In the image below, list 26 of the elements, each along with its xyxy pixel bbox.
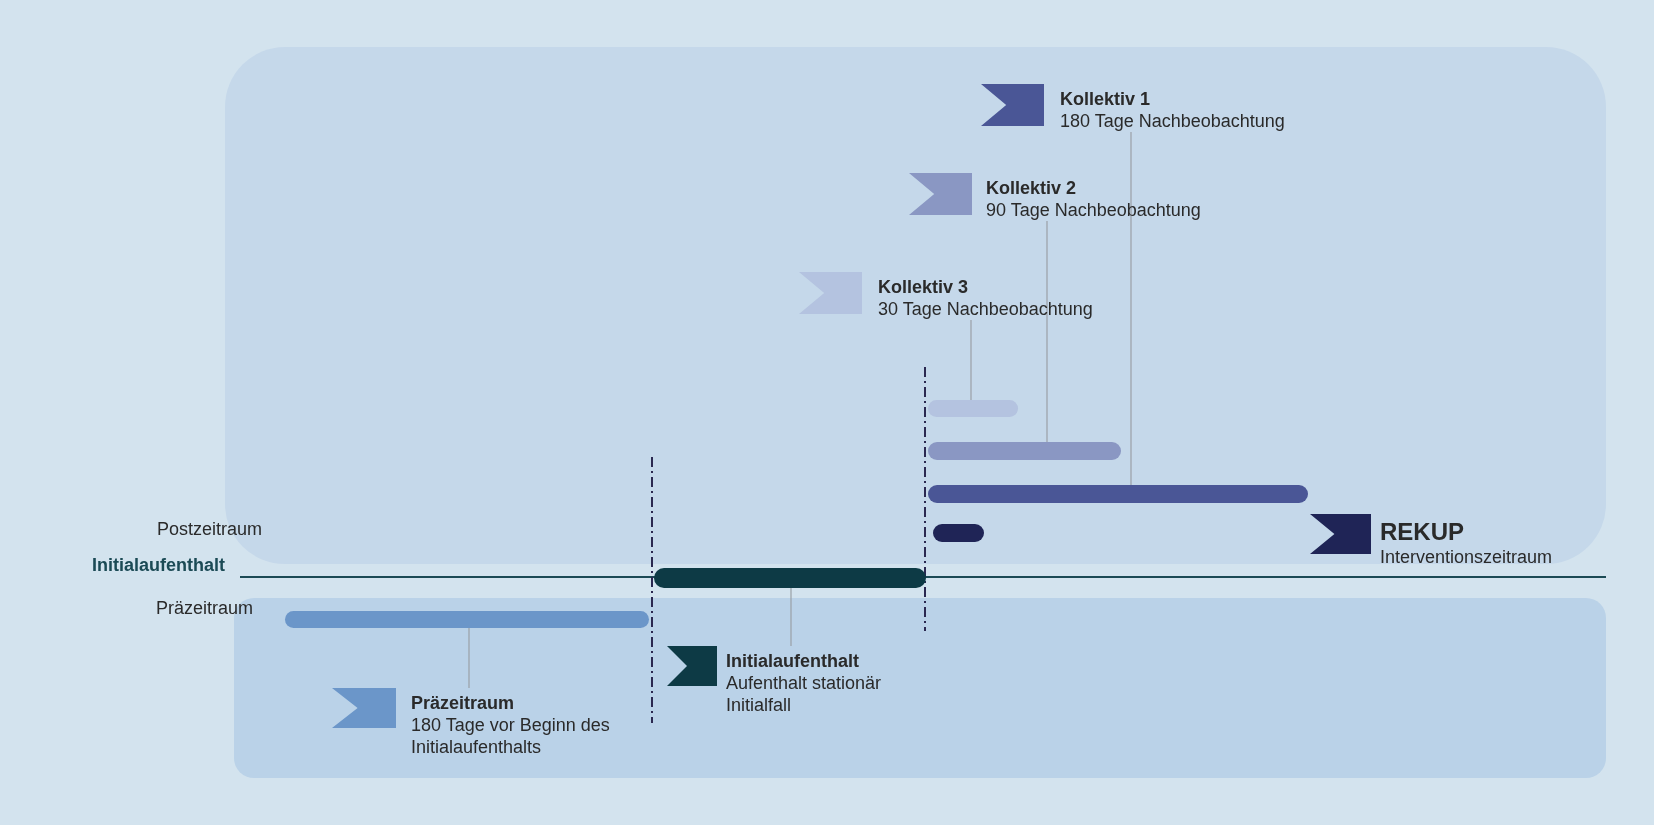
leader-line <box>790 587 792 647</box>
leader-line <box>1046 220 1048 443</box>
axis-label: Postzeitraum <box>156 519 262 540</box>
timeline-bar <box>928 485 1308 503</box>
group-title: Präzeitraum <box>411 692 516 714</box>
leader-line <box>1130 131 1132 486</box>
leader-line <box>468 627 470 689</box>
group-description: Interventionszeitraum <box>1380 546 1554 568</box>
timeline-bar <box>285 611 649 628</box>
group-description: 180 Tage vor Beginn des Initialaufenthalts <box>411 714 611 758</box>
group-title: Initialaufenthalt <box>726 650 860 672</box>
group-title: Kollektiv 3 <box>878 276 970 298</box>
group-description: Aufenthalt stationär Initialfall <box>726 672 883 716</box>
group-title: Kollektiv 1 <box>1060 88 1152 110</box>
timeline-bar <box>928 400 1018 417</box>
axis-label: Präzeitraum <box>155 598 253 619</box>
group-title: Kollektiv 2 <box>986 177 1078 199</box>
timeline-bar <box>933 524 984 542</box>
timeline-bar <box>654 568 926 588</box>
leader-line <box>970 319 972 401</box>
group-description: 180 Tage Nachbeobachtung <box>1060 110 1286 132</box>
group-description: 90 Tage Nachbeobachtung <box>986 199 1202 221</box>
axis-label: Initialaufenthalt <box>92 555 225 576</box>
group-title: REKUP <box>1380 518 1465 546</box>
group-description: 30 Tage Nachbeobachtung <box>878 298 1094 320</box>
timeline-bar <box>928 442 1121 460</box>
